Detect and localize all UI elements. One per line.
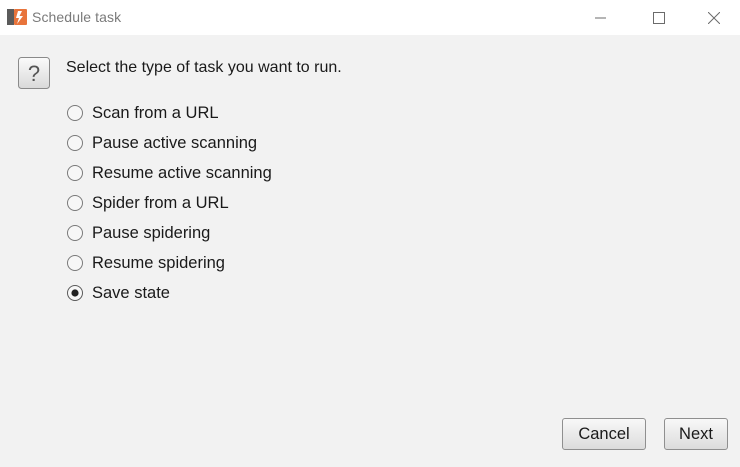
radio-unselected-icon[interactable] [67,225,83,241]
task-type-radio-group: Scan from a URL Pause active scanning Re… [67,98,272,308]
radio-option-pause-spidering[interactable]: Pause spidering [67,218,272,248]
cancel-button[interactable]: Cancel [562,418,646,450]
maximize-icon [653,11,665,24]
radio-unselected-icon[interactable] [67,135,83,151]
radio-label: Scan from a URL [92,103,219,122]
radio-label: Spider from a URL [92,193,229,212]
radio-unselected-icon[interactable] [67,195,83,211]
radio-option-resume-active-scanning[interactable]: Resume active scanning [67,158,272,188]
radio-option-spider-from-url[interactable]: Spider from a URL [67,188,272,218]
radio-label: Pause spidering [92,223,211,242]
close-icon [708,11,720,24]
radio-label: Resume spidering [92,253,225,272]
radio-label: Pause active scanning [92,133,258,152]
radio-label: Resume active scanning [92,163,272,182]
svg-text:?: ? [28,61,40,86]
radio-label: Save state [92,283,170,302]
radio-option-scan-from-url[interactable]: Scan from a URL [67,98,272,128]
close-button[interactable] [688,0,740,35]
window-title: Schedule task [32,9,122,25]
next-button[interactable]: Next [664,418,728,450]
dialog-prompt: Select the type of task you want to run. [66,59,342,76]
minimize-button[interactable] [572,0,630,35]
title-bar[interactable]: Schedule task [0,0,740,35]
radio-option-pause-active-scanning[interactable]: Pause active scanning [67,128,272,158]
radio-option-save-state[interactable]: Save state [67,278,272,308]
radio-option-resume-spidering[interactable]: Resume spidering [67,248,272,278]
minimize-icon [595,12,607,24]
maximize-button[interactable] [630,0,688,35]
radio-unselected-icon[interactable] [67,165,83,181]
question-icon: ? [18,57,50,89]
radio-unselected-icon[interactable] [67,255,83,271]
radio-unselected-icon[interactable] [67,105,83,121]
radio-selected-icon[interactable] [67,285,83,301]
burp-app-icon [7,8,27,26]
